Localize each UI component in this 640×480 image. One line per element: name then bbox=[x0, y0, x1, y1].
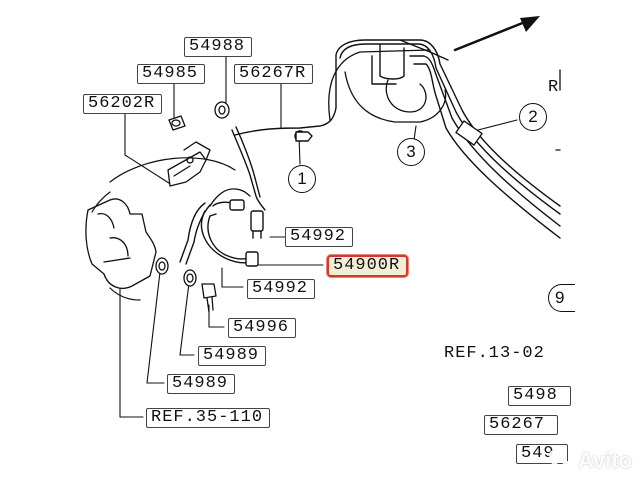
bolt-54996 bbox=[201, 283, 217, 313]
chassis-outline bbox=[328, 49, 561, 151]
ref-label-13-02[interactable]: REF.13-02 bbox=[444, 344, 545, 363]
part-label-54988[interactable]: 54988 bbox=[184, 37, 253, 57]
hose-bracket bbox=[167, 141, 211, 187]
edge-letter: R bbox=[548, 78, 559, 97]
part-label-cut-56267[interactable]: 56267 bbox=[484, 415, 559, 435]
part-label-56202r[interactable]: 56202R bbox=[83, 94, 163, 114]
callout-2[interactable]: 2 bbox=[519, 103, 547, 131]
ref-label-35-110[interactable]: REF.35-110 bbox=[146, 408, 271, 428]
brake-caliper bbox=[85, 198, 197, 289]
part-label-56267r[interactable]: 56267R bbox=[234, 64, 314, 84]
watermark-text: Avito bbox=[577, 448, 632, 473]
avito-watermark: Avito bbox=[548, 448, 632, 474]
brake-disc bbox=[91, 157, 236, 301]
callout-1[interactable]: 1 bbox=[288, 165, 316, 193]
part-label-54996[interactable]: 54996 bbox=[228, 318, 297, 338]
bolt-and-washer bbox=[168, 101, 230, 131]
part-label-54992-lower[interactable]: 54992 bbox=[247, 279, 316, 299]
avito-dots-icon bbox=[548, 450, 575, 472]
part-label-54900r-highlighted[interactable]: 54900R bbox=[327, 255, 409, 277]
part-label-54989-lower[interactable]: 54989 bbox=[167, 374, 236, 394]
callout-9-partial[interactable]: 9 bbox=[548, 284, 575, 312]
part-label-54989-upper[interactable]: 54989 bbox=[198, 346, 267, 366]
part-label-54985[interactable]: 54985 bbox=[137, 64, 206, 84]
brake-pipe-bundle bbox=[234, 39, 561, 239]
callout-3[interactable]: 3 bbox=[397, 138, 425, 166]
part-label-54992-upper[interactable]: 54992 bbox=[285, 227, 354, 247]
brake-hose-assembly bbox=[179, 126, 313, 267]
pipe-clip bbox=[455, 120, 483, 146]
direction-arrow bbox=[453, 16, 540, 52]
part-label-cut-5498[interactable]: 5498 bbox=[508, 386, 571, 406]
